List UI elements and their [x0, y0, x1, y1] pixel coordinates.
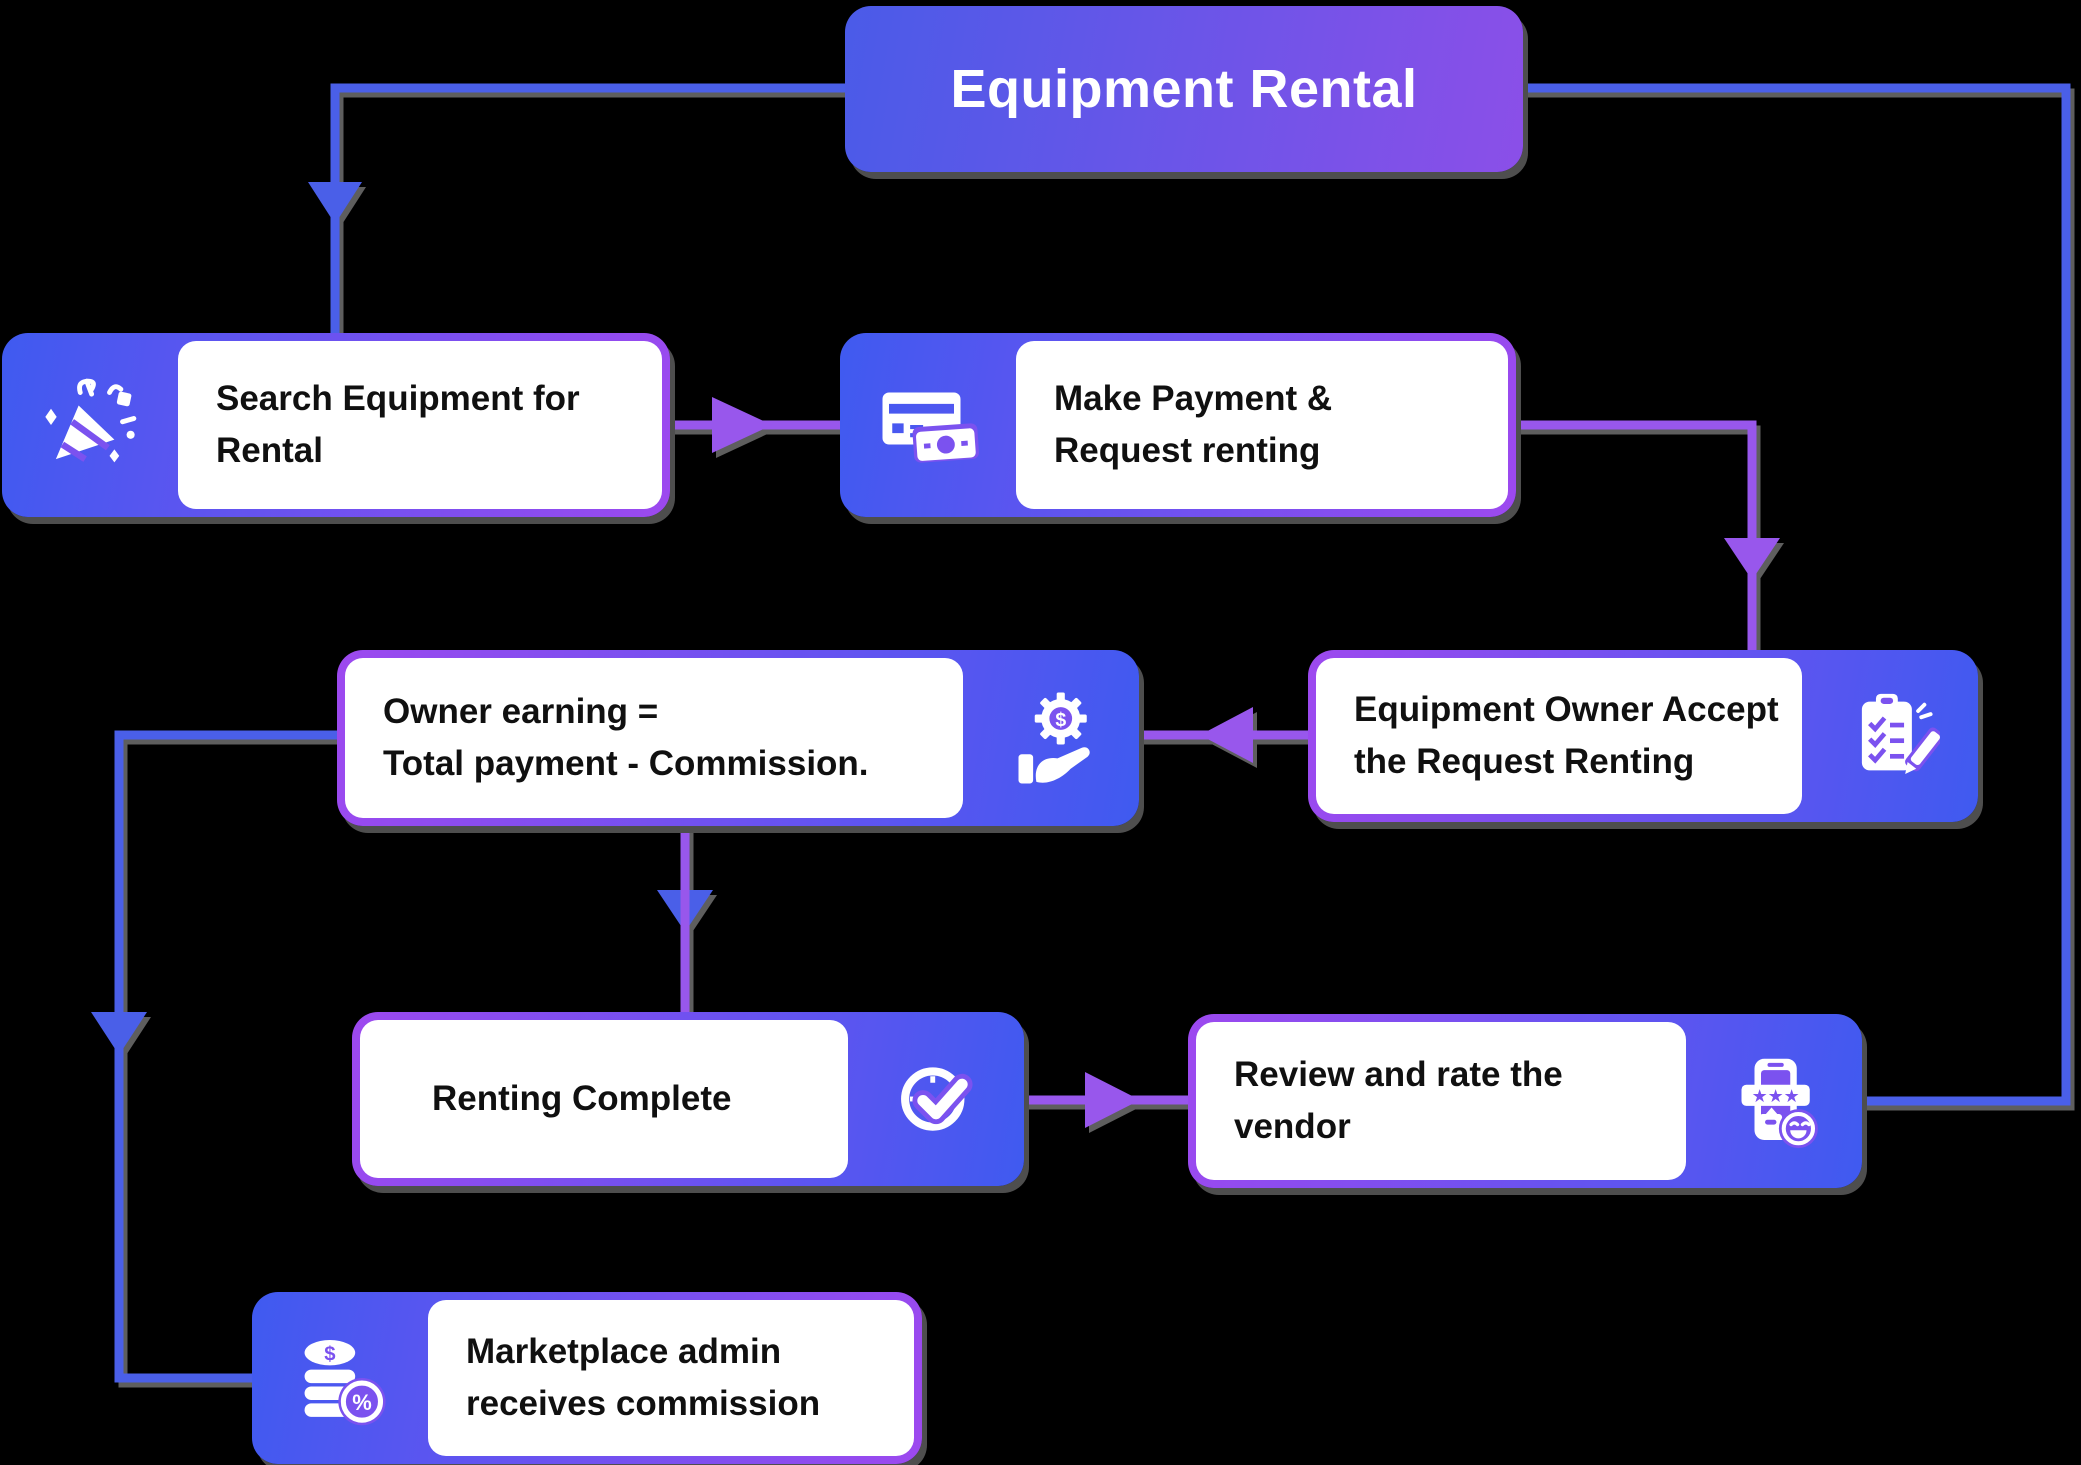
phone-review-icon: ★★★	[1686, 1014, 1862, 1188]
node-label: Renting Complete	[432, 1078, 732, 1118]
node-body: Marketplace admin receives commission	[428, 1300, 914, 1456]
node-owner-accept: Equipment Owner Accept the Request Renti…	[1308, 650, 1978, 822]
clock-check-icon	[848, 1012, 1024, 1186]
party-popper-icon	[2, 333, 178, 517]
stars-glyph: ★★★	[1752, 1086, 1800, 1107]
node-body: Search Equipment for Rental	[178, 341, 662, 509]
node-label: Make Payment & Request renting	[1054, 378, 1333, 471]
dollar-glyph: $	[324, 1343, 335, 1365]
clipboard-check-icon	[1802, 650, 1978, 822]
node-label: Equipment Owner Accept the Request Renti…	[1354, 689, 1779, 782]
node-owner-earning: $ Owner earning = Total payment - Commis…	[337, 650, 1139, 826]
node-admin-commission: $ % Marketplace admin receives commissio…	[252, 1292, 922, 1464]
node-review-rate: ★★★ Review and rate the vendor	[1188, 1014, 1862, 1188]
flow-title: Equipment Rental	[845, 6, 1523, 172]
dollar-glyph: $	[1055, 709, 1066, 731]
node-make-payment: Make Payment & Request renting	[840, 333, 1516, 517]
node-search-equipment: Search Equipment for Rental	[2, 333, 670, 517]
node-label: Marketplace admin receives commission	[466, 1331, 821, 1424]
node-label: Owner earning = Total payment - Commissi…	[383, 691, 869, 784]
percent-glyph: %	[352, 1390, 372, 1415]
node-label: Review and rate the vendor	[1234, 1054, 1563, 1147]
node-body: Renting Complete	[360, 1020, 848, 1178]
node-body: Review and rate the vendor	[1196, 1022, 1686, 1180]
blue-arrowheads	[91, 182, 713, 1055]
node-body: Owner earning = Total payment - Commissi…	[345, 658, 963, 818]
node-label: Search Equipment for Rental	[216, 378, 580, 471]
node-renting-complete: Renting Complete	[352, 1012, 1024, 1186]
coins-percent-icon: $ %	[252, 1292, 428, 1464]
credit-card-icon	[840, 333, 1016, 517]
flow-title-label: Equipment Rental	[950, 59, 1418, 119]
node-body: Equipment Owner Accept the Request Renti…	[1316, 658, 1802, 814]
node-body: Make Payment & Request renting	[1016, 341, 1508, 509]
hand-gear-dollar-icon: $	[963, 650, 1139, 826]
